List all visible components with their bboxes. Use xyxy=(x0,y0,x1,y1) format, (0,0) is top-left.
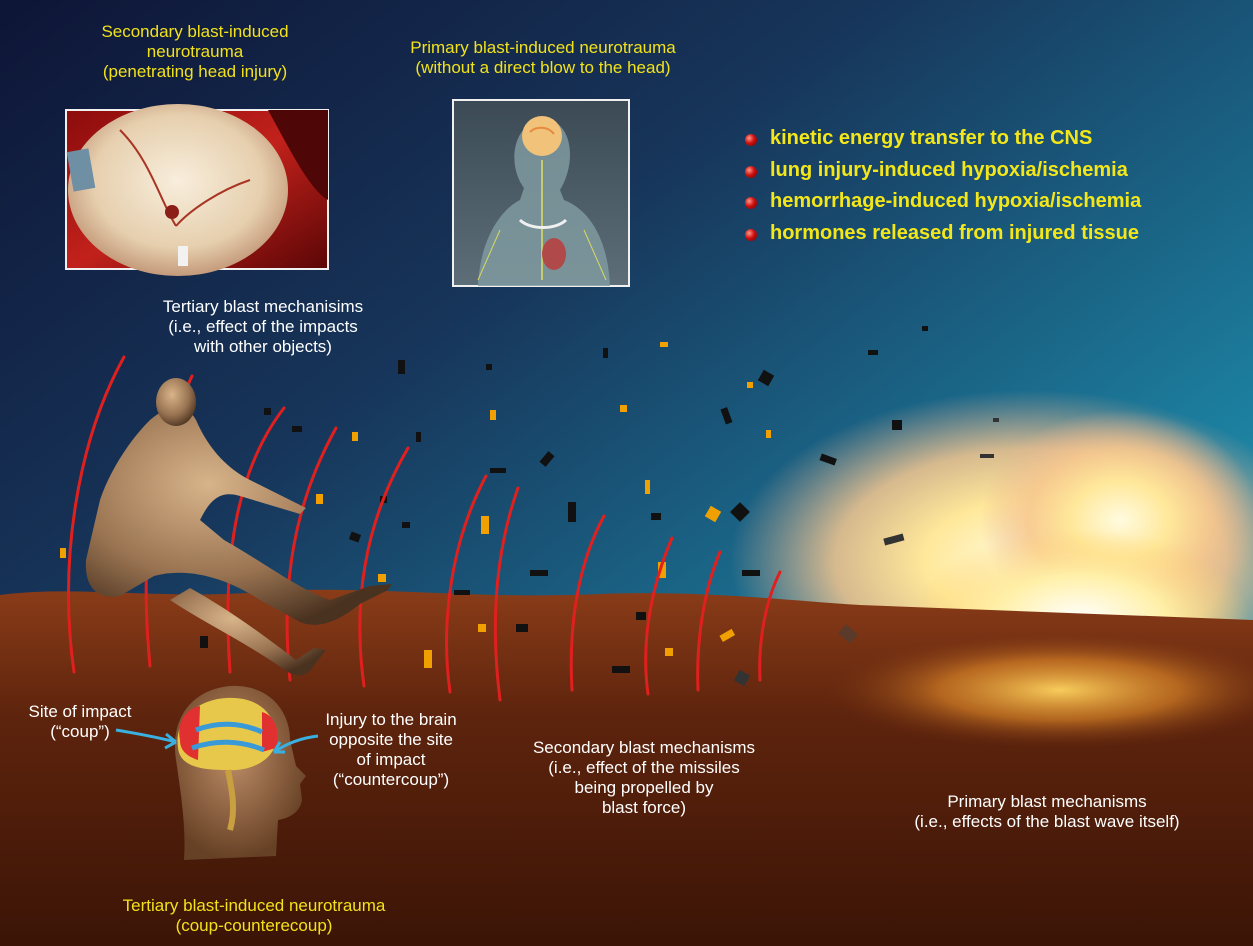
label-line: (“coup”) xyxy=(10,722,150,742)
label-site-of-impact: Site of impact (“coup”) xyxy=(10,702,150,742)
primary-effect-item: hemorrhage-induced hypoxia/ischemia xyxy=(738,190,1141,222)
photo-anatomical-body xyxy=(453,100,629,286)
label-line: Injury to the brain xyxy=(306,710,476,730)
primary-effect-item: lung injury-induced hypoxia/ischemia xyxy=(738,159,1141,191)
primary-effect-text: lung injury-induced hypoxia/ischemia xyxy=(770,159,1128,181)
label-line: (i.e., effects of the blast wave itself) xyxy=(862,812,1232,832)
label-line: Primary blast mechanisms xyxy=(862,792,1232,812)
label-line: of impact xyxy=(306,750,476,770)
label-line: (penetrating head injury) xyxy=(66,62,324,82)
label-line: Tertiary blast-induced neurotrauma xyxy=(96,896,412,916)
label-line: being propelled by xyxy=(520,778,768,798)
label-line: Primary blast-induced neurotrauma xyxy=(388,38,698,58)
label-secondary-neurotrauma: Secondary blast-induced neurotrauma (pen… xyxy=(66,22,324,82)
primary-effect-text: hormones released from injured tissue xyxy=(770,222,1139,244)
label-line: (i.e., effect of the impacts xyxy=(134,317,392,337)
label-line: neurotrauma xyxy=(66,42,324,62)
bullet-dot-icon xyxy=(745,166,757,178)
label-secondary-mechanisms: Secondary blast mechanisms (i.e., effect… xyxy=(520,738,768,818)
label-line: (coup-counterecoup) xyxy=(96,916,412,936)
label-line: Secondary blast-induced xyxy=(66,22,324,42)
label-line: Tertiary blast mechanisims xyxy=(134,297,392,317)
label-primary-mechanisms: Primary blast mechanisms (i.e., effects … xyxy=(862,792,1232,832)
bullet-dot-icon xyxy=(745,229,757,241)
bullet-dot-icon xyxy=(745,197,757,209)
bullet-dot-icon xyxy=(745,134,757,146)
label-line: (without a direct blow to the head) xyxy=(388,58,698,78)
primary-effect-item: kinetic energy transfer to the CNS xyxy=(738,127,1141,159)
label-primary-neurotrauma: Primary blast-induced neurotrauma (witho… xyxy=(388,38,698,78)
primary-effect-text: hemorrhage-induced hypoxia/ischemia xyxy=(770,190,1141,212)
label-tertiary-mechanisms: Tertiary blast mechanisims (i.e., effect… xyxy=(134,297,392,357)
label-line: blast force) xyxy=(520,798,768,818)
label-line: with other objects) xyxy=(134,337,392,357)
primary-effect-text: kinetic energy transfer to the CNS xyxy=(770,127,1092,149)
label-line: opposite the site xyxy=(306,730,476,750)
primary-effect-item: hormones released from injured tissue xyxy=(738,222,1141,254)
label-line: Secondary blast mechanisms xyxy=(520,738,768,758)
photo-penetrating-head-injury xyxy=(66,104,328,276)
label-tertiary-neurotrauma: Tertiary blast-induced neurotrauma (coup… xyxy=(96,896,412,936)
label-injury-opposite: Injury to the brain opposite the site of… xyxy=(306,710,476,790)
label-line: Site of impact xyxy=(10,702,150,722)
label-line: (“countercoup”) xyxy=(306,770,476,790)
label-line: (i.e., effect of the missiles xyxy=(520,758,768,778)
primary-effects-list: kinetic energy transfer to the CNS lung … xyxy=(738,127,1141,253)
